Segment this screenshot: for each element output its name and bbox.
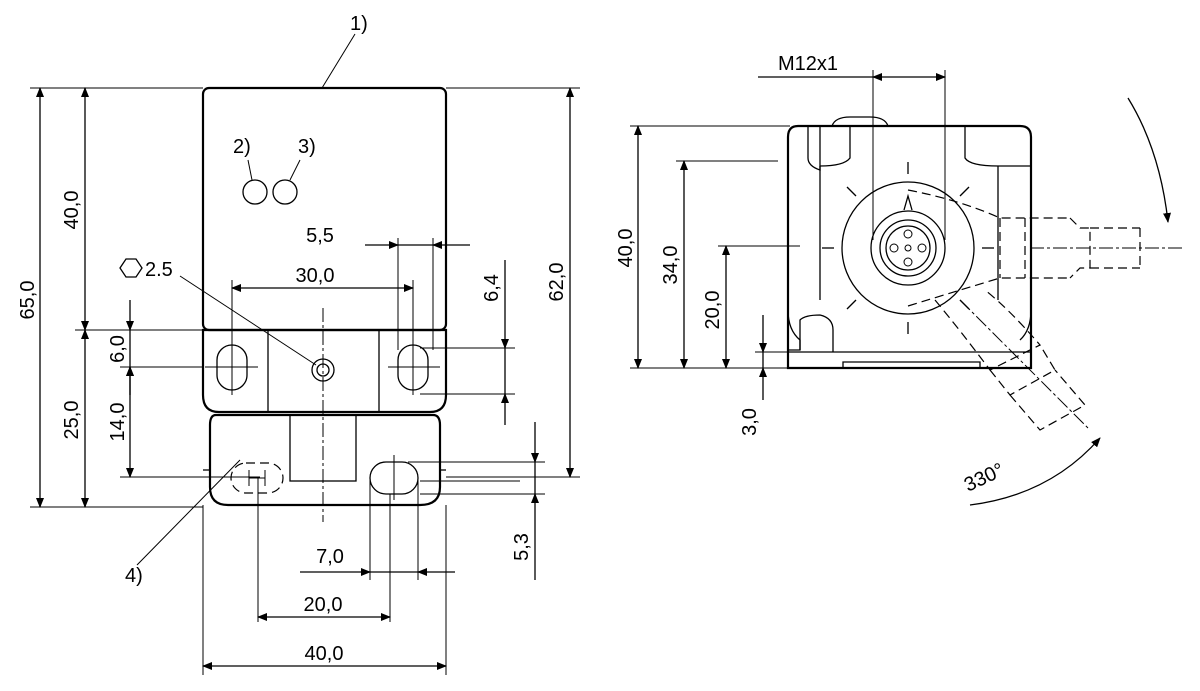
dim-62: 62,0 — [546, 263, 568, 302]
hex-size: 2.5 — [145, 259, 173, 281]
dim-5-5: 5,5 — [306, 225, 334, 247]
upper-housing — [201, 86, 448, 332]
dim-40-left: 40,0 — [61, 191, 83, 230]
dim-7: 7,0 — [316, 546, 344, 568]
mounting-plate — [201, 328, 448, 414]
dim-65: 65,0 — [17, 281, 39, 320]
callout-2: 2) — [233, 136, 251, 158]
side-view: 330° M12x1 40,0 34,0 20,0 3,0 — [615, 53, 1185, 506]
connector-outer — [841, 181, 975, 315]
side-dim-20: 20,0 — [702, 291, 724, 330]
dim-6: 6,0 — [107, 335, 129, 363]
dim-6-4: 6,4 — [481, 274, 503, 302]
led-2 — [242, 179, 268, 205]
side-dim-3: 3,0 — [739, 408, 761, 436]
callout-1: 1) — [350, 13, 368, 35]
side-body — [786, 124, 1033, 370]
dim-30: 30,0 — [296, 265, 335, 287]
dim-20: 20,0 — [304, 594, 343, 616]
thread-label: M12x1 — [778, 53, 838, 75]
dim-40-bottom: 40,0 — [305, 643, 344, 665]
front-view: 65,0 40,0 25,0 6,0 14,0 62,0 6,4 — [17, 13, 580, 675]
dim-25: 25,0 — [61, 401, 83, 440]
bracket — [208, 413, 442, 507]
rotation-arc — [1127, 97, 1171, 223]
bottom-slot-left — [230, 462, 284, 494]
side-dim-34: 34,0 — [660, 246, 682, 285]
led-3 — [272, 179, 298, 205]
hex-icon — [119, 258, 143, 278]
dim-14: 14,0 — [107, 403, 129, 442]
angle-label: 330° — [961, 459, 1008, 496]
side-dim-40: 40,0 — [615, 229, 637, 268]
dim-5-3: 5,3 — [511, 533, 533, 561]
connector-mid — [870, 210, 946, 286]
callout-4: 4) — [125, 565, 143, 587]
callout-3: 3) — [298, 136, 316, 158]
